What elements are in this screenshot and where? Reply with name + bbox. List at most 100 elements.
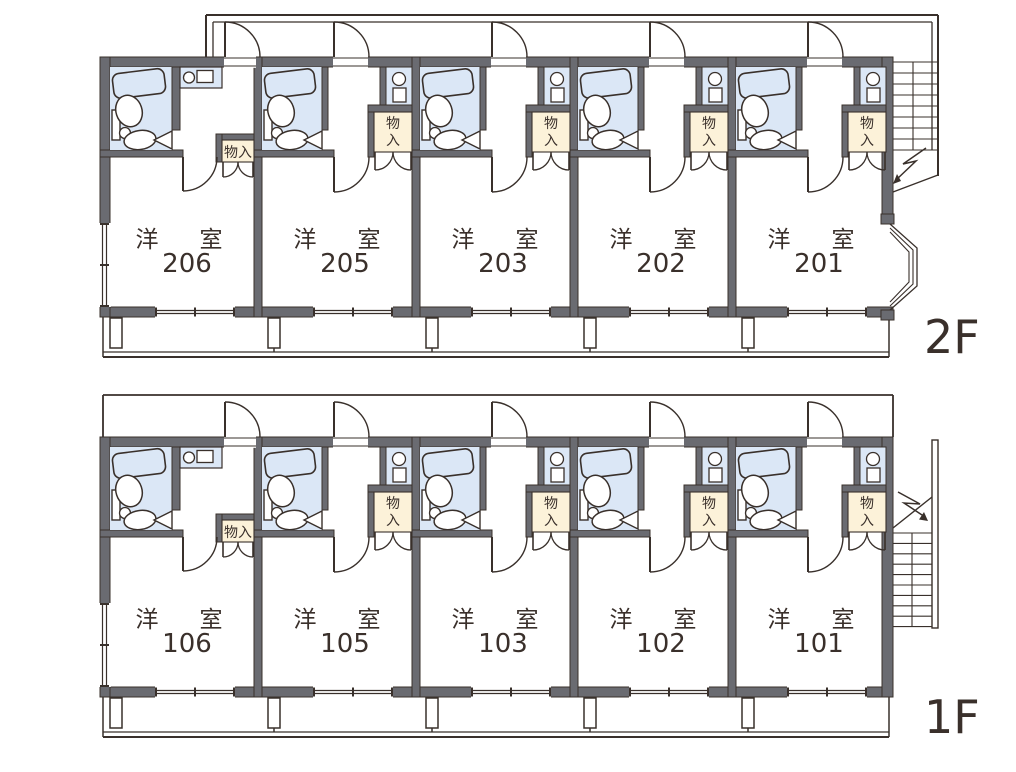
room-door-arc bbox=[333, 156, 370, 193]
room-kanji: 洋 bbox=[452, 227, 475, 253]
balcony-divider bbox=[109, 697, 123, 729]
strip-wall bbox=[695, 66, 703, 106]
room-kanji: 洋 bbox=[294, 607, 317, 633]
bathroom-wall bbox=[479, 66, 487, 131]
door-opening bbox=[491, 436, 526, 448]
room-kanji: 室 bbox=[200, 227, 223, 253]
room-number: 102 bbox=[636, 629, 686, 659]
closet-door-arc bbox=[222, 161, 239, 178]
stair-arrow bbox=[895, 147, 927, 181]
unit: 物入洋室206 bbox=[109, 21, 261, 349]
water-heater bbox=[391, 71, 407, 87]
closet-wall bbox=[367, 484, 413, 493]
right-wall bbox=[881, 436, 894, 698]
bathroom-wall bbox=[171, 66, 181, 131]
unit: 物入洋室205 bbox=[262, 21, 413, 352]
balcony-divider bbox=[583, 317, 597, 349]
bathtub bbox=[263, 68, 317, 99]
floor-label: 1F bbox=[924, 690, 980, 744]
room-kanji: 洋 bbox=[136, 227, 159, 253]
door-opening bbox=[807, 436, 842, 448]
closet-wall bbox=[841, 104, 887, 113]
closet-door-arc bbox=[392, 151, 412, 171]
water-heater bbox=[549, 71, 565, 87]
unit: 物入洋室105 bbox=[262, 401, 413, 732]
closet-label: 入 bbox=[386, 133, 400, 149]
bathroom-wall bbox=[637, 446, 645, 511]
room-kanji: 洋 bbox=[610, 227, 633, 253]
utility-box bbox=[550, 467, 565, 483]
balcony-divider bbox=[583, 697, 597, 729]
closet-label: 物 bbox=[544, 116, 558, 132]
closet-wall bbox=[683, 104, 729, 113]
room-door-arc bbox=[807, 156, 844, 193]
closet-label: 物 bbox=[544, 496, 558, 512]
toilet-bowl bbox=[114, 474, 144, 508]
room-door-arc bbox=[491, 156, 528, 193]
hall-wall bbox=[411, 149, 493, 158]
hall-wall bbox=[569, 149, 651, 158]
bay-cap bbox=[880, 213, 895, 225]
bathroom-door-mark bbox=[152, 129, 173, 151]
closet-label: 物 bbox=[386, 496, 400, 512]
floor-2f: 物入洋室206物入洋室205物入洋室203物入洋室202物入洋室2012F bbox=[99, 14, 980, 364]
strip-wall bbox=[537, 66, 545, 106]
bathroom-door-mark bbox=[776, 509, 797, 531]
room-door-arc bbox=[182, 536, 218, 572]
room-kanji: 洋 bbox=[294, 227, 317, 253]
toilet-bowl bbox=[740, 474, 770, 508]
hall-wall bbox=[727, 529, 809, 538]
hall-wall bbox=[569, 529, 651, 538]
closet-wall bbox=[525, 491, 533, 538]
entry-door-arc bbox=[333, 401, 370, 438]
closet-box bbox=[847, 491, 887, 533]
closet-label: 入 bbox=[702, 133, 716, 149]
closet-box bbox=[689, 111, 729, 153]
room-kanji: 洋 bbox=[768, 227, 791, 253]
unit: 物入洋室101 bbox=[736, 401, 887, 732]
entry-door-arc bbox=[649, 21, 686, 58]
unit-wall bbox=[569, 56, 579, 318]
unit: 物入洋室203 bbox=[420, 21, 571, 352]
stair-break bbox=[892, 174, 939, 193]
entry-door-arc bbox=[807, 21, 844, 58]
toilet-bowl bbox=[424, 94, 454, 128]
closet-door-arc bbox=[222, 541, 239, 558]
bathtub bbox=[263, 448, 317, 479]
bay-line bbox=[889, 231, 910, 303]
room-kanji: 室 bbox=[516, 227, 539, 253]
stair-arrow bbox=[897, 491, 926, 518]
water-heater bbox=[865, 451, 881, 467]
room-kanji: 室 bbox=[200, 607, 223, 633]
room-kanji: 室 bbox=[358, 607, 381, 633]
bathroom-wall bbox=[795, 66, 803, 131]
utility-box bbox=[708, 467, 723, 483]
utility-box bbox=[392, 467, 407, 483]
closet-wall bbox=[525, 104, 571, 113]
hall-wall bbox=[727, 149, 809, 158]
closet-label: 入 bbox=[702, 513, 716, 529]
unit: 物入洋室106 bbox=[109, 401, 261, 729]
bay-line bbox=[889, 223, 918, 311]
room-number: 206 bbox=[162, 249, 212, 279]
room-number: 103 bbox=[478, 629, 528, 659]
bathroom-wall bbox=[479, 446, 487, 511]
room-kanji: 室 bbox=[674, 607, 697, 633]
stairs bbox=[892, 439, 939, 629]
closet-door-arc bbox=[708, 531, 728, 551]
toilet-bowl bbox=[424, 474, 454, 508]
bay-window bbox=[889, 223, 918, 311]
room-kanji: 洋 bbox=[768, 607, 791, 633]
bathtub bbox=[111, 447, 167, 480]
toilet-bowl bbox=[266, 94, 296, 128]
closet-door-arc bbox=[374, 151, 394, 171]
room-kanji: 室 bbox=[832, 607, 855, 633]
bathtub bbox=[421, 448, 475, 479]
room-door-arc bbox=[333, 536, 370, 573]
kitchen-sink bbox=[182, 71, 196, 84]
unit-wall bbox=[411, 56, 421, 318]
closet-door-arc bbox=[690, 151, 710, 171]
floor-label: 2F bbox=[924, 310, 980, 364]
entry-door-arc bbox=[491, 21, 528, 58]
